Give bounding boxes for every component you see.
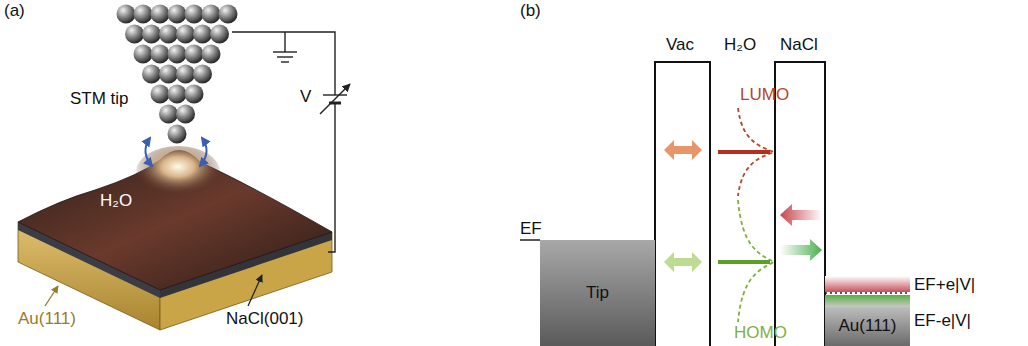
stm-tip [117, 5, 238, 144]
orbital-label: HOMO [734, 324, 787, 343]
tunneling-arrow [780, 239, 822, 261]
sample-block [18, 146, 332, 330]
tunneling-arrow [145, 138, 152, 166]
tip-atom [202, 5, 221, 24]
tip-atom [117, 5, 136, 24]
tip-atom [168, 85, 187, 104]
lumo-level [718, 150, 770, 154]
tip-atom [193, 65, 212, 84]
circuit [232, 32, 350, 252]
tunneling-arrow [200, 138, 207, 166]
part-label: STM tip [70, 90, 129, 109]
region-label: H₂O [724, 36, 756, 55]
region-label: Vac [666, 36, 694, 55]
voltage-label: V [300, 88, 311, 107]
tip-atom [151, 85, 170, 104]
tip-atom [185, 5, 204, 24]
tip-band: Tip [540, 240, 655, 346]
energy-label: EF+e|V| [914, 276, 975, 295]
tip-atom [168, 5, 187, 24]
tip-atom [193, 25, 212, 44]
panel-label: (b) [520, 2, 541, 21]
part-label: H₂O [100, 192, 132, 211]
tip-atom [210, 25, 229, 44]
tip-atom [176, 25, 195, 44]
tip-atom [168, 125, 187, 144]
tip-atom [159, 25, 178, 44]
leader-line [45, 286, 58, 306]
tip-atom [185, 45, 204, 64]
tip-atom [134, 5, 153, 24]
tip-atom [168, 45, 187, 64]
leader-line [248, 275, 262, 306]
tunneling-arrow [664, 140, 702, 160]
band-label: Tip [586, 284, 609, 303]
tip-atom [142, 65, 161, 84]
region-label: NaCl [780, 36, 818, 55]
band-label: Au(111) [839, 317, 897, 336]
tip-atom [176, 65, 195, 84]
energy-label: EF-e|V| [914, 312, 971, 331]
homo-level [718, 260, 770, 264]
tip-atom [159, 65, 178, 84]
energy-diagram [520, 62, 910, 346]
tunneling-arrow [780, 204, 822, 226]
tip-atom [134, 45, 153, 64]
panel-label: (a) [4, 2, 25, 21]
tip-atom [151, 5, 170, 24]
tip-atom [185, 85, 204, 104]
tip-atom [142, 25, 161, 44]
metal-band: Au(111) [825, 307, 910, 346]
tip-atom [151, 45, 170, 64]
energy-label: EF [520, 220, 542, 239]
tunneling-arrow [664, 252, 702, 272]
part-label: Au(111) [18, 310, 76, 329]
tip-atom [219, 5, 238, 24]
tip-atom [125, 25, 144, 44]
tip-atom [176, 105, 195, 124]
orbital-label: LUMO [740, 86, 789, 105]
tip-atom [202, 45, 221, 64]
part-label: NaCl(001) [226, 310, 303, 329]
tip-atom [159, 105, 178, 124]
